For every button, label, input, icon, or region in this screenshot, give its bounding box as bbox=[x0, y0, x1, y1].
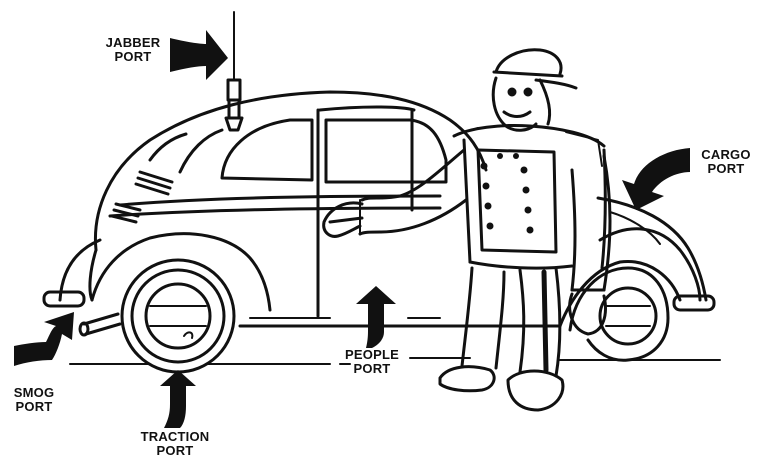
smog-port-label: SMOG PORT bbox=[6, 386, 62, 414]
traction-port-label: TRACTION PORT bbox=[128, 430, 222, 458]
people-arrow bbox=[356, 286, 396, 348]
smog-port-line2: PORT bbox=[6, 400, 62, 414]
front-wheel bbox=[570, 268, 668, 360]
traction-port-line2: PORT bbox=[128, 444, 222, 458]
cargo-port-line2: PORT bbox=[694, 162, 758, 176]
traction-port-line1: TRACTION bbox=[128, 430, 222, 444]
jabber-arrow bbox=[170, 30, 228, 80]
jabber-port-label: JABBER PORT bbox=[96, 36, 170, 64]
rear-wheel bbox=[122, 260, 234, 372]
people-port-label: PEOPLE PORT bbox=[334, 348, 410, 376]
smog-port-line1: SMOG bbox=[6, 386, 62, 400]
traction-arrow bbox=[160, 370, 196, 428]
people-port-line2: PORT bbox=[334, 362, 410, 376]
exhaust-pipe bbox=[80, 314, 120, 335]
jabber-port-line2: PORT bbox=[96, 50, 170, 64]
jabber-port-line1: JABBER bbox=[96, 36, 170, 50]
cargo-arrow bbox=[622, 148, 690, 210]
cargo-port-line1: CARGO bbox=[694, 148, 758, 162]
people-port-line1: PEOPLE bbox=[334, 348, 410, 362]
antenna bbox=[226, 12, 242, 130]
smog-arrow bbox=[14, 312, 74, 366]
cargo-port-label: CARGO PORT bbox=[694, 148, 758, 176]
